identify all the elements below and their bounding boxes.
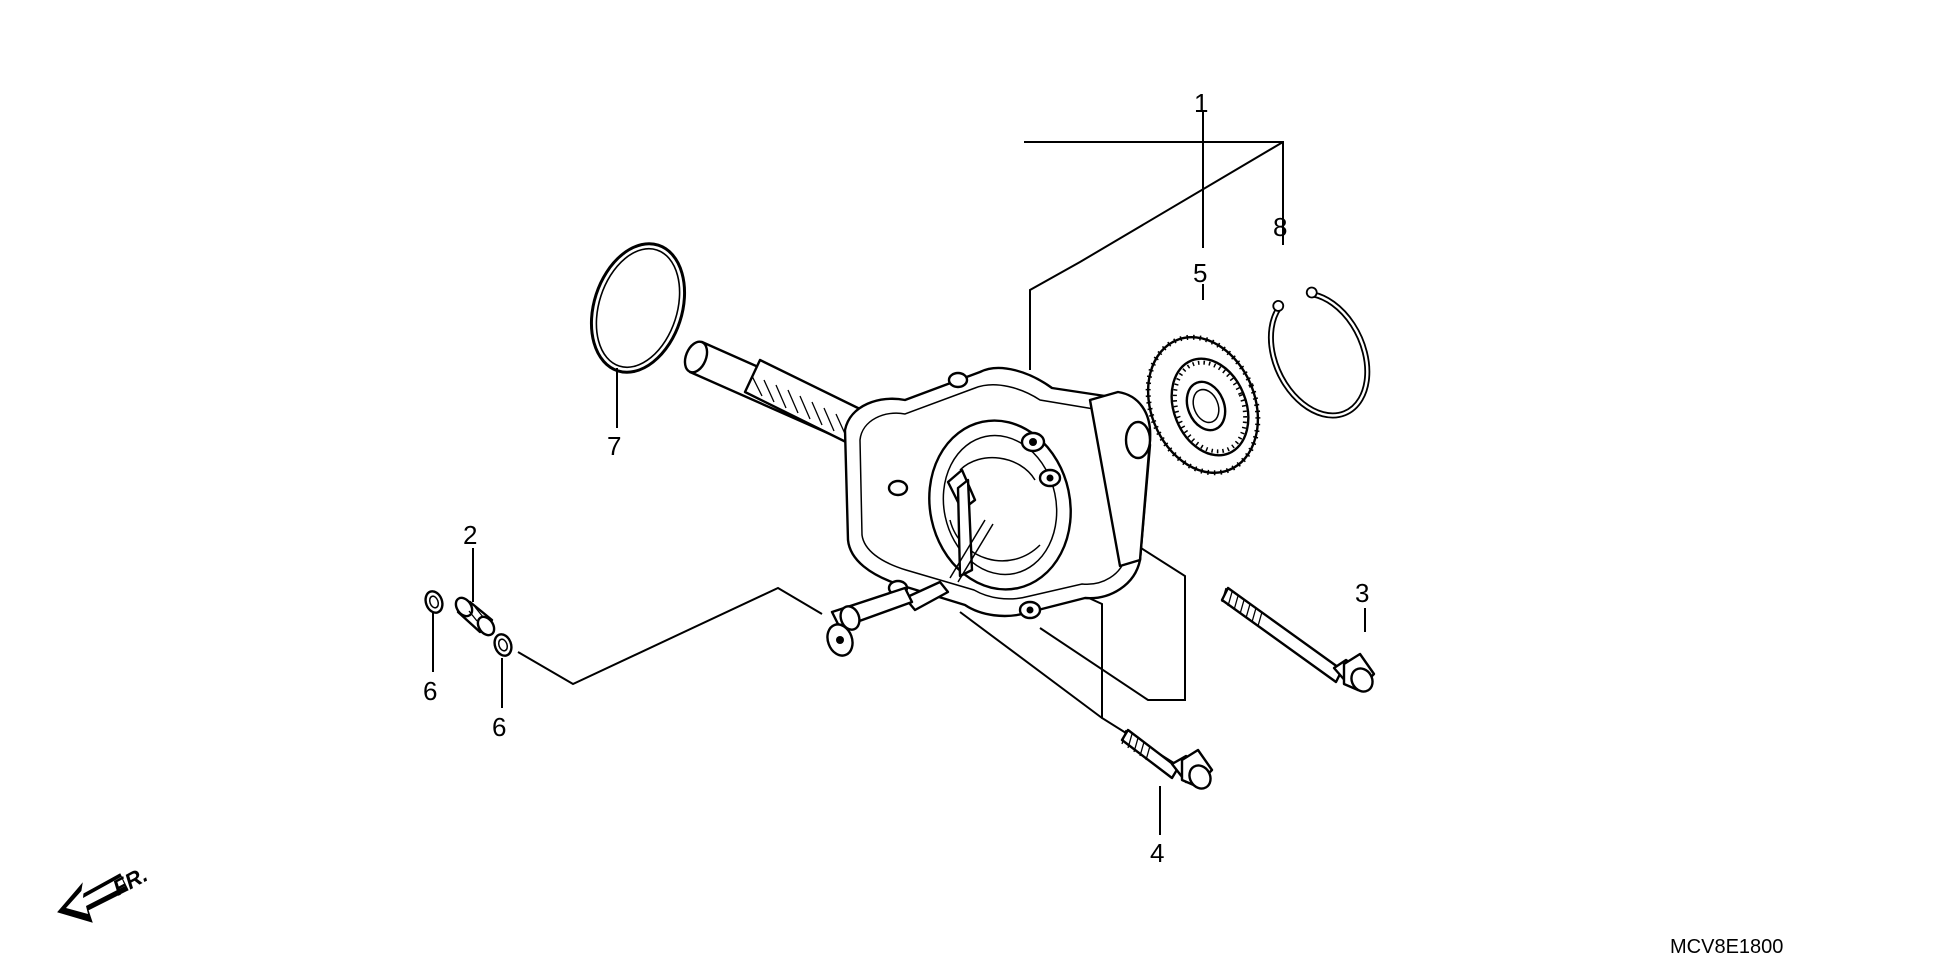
- callout-5: 5: [1193, 258, 1207, 288]
- bearing-5: [1145, 334, 1261, 476]
- callout-6-right: 6: [492, 712, 506, 742]
- o-ring-7: [589, 242, 687, 374]
- bolt-3: [1220, 586, 1376, 693]
- front-direction-arrow-icon: [57, 873, 129, 923]
- diagram-code: MCV8E1800: [1670, 936, 1783, 958]
- washer-6-left: [424, 590, 444, 614]
- dowel-pin-2: [454, 596, 496, 637]
- callout-2: 2: [463, 520, 477, 550]
- splined-shaft: [683, 340, 864, 446]
- final-drive-case: [683, 340, 1152, 657]
- circlip-8: [1267, 286, 1371, 419]
- callout-8: 8: [1273, 212, 1287, 242]
- callout-7: 7: [607, 431, 621, 461]
- callout-1: 1: [1194, 88, 1208, 118]
- bolt-4: [1120, 728, 1214, 790]
- callout-3: 3: [1355, 578, 1369, 608]
- callout-4: 4: [1150, 838, 1164, 868]
- callout-6-left: 6: [423, 676, 437, 706]
- washer-6-right: [493, 633, 513, 657]
